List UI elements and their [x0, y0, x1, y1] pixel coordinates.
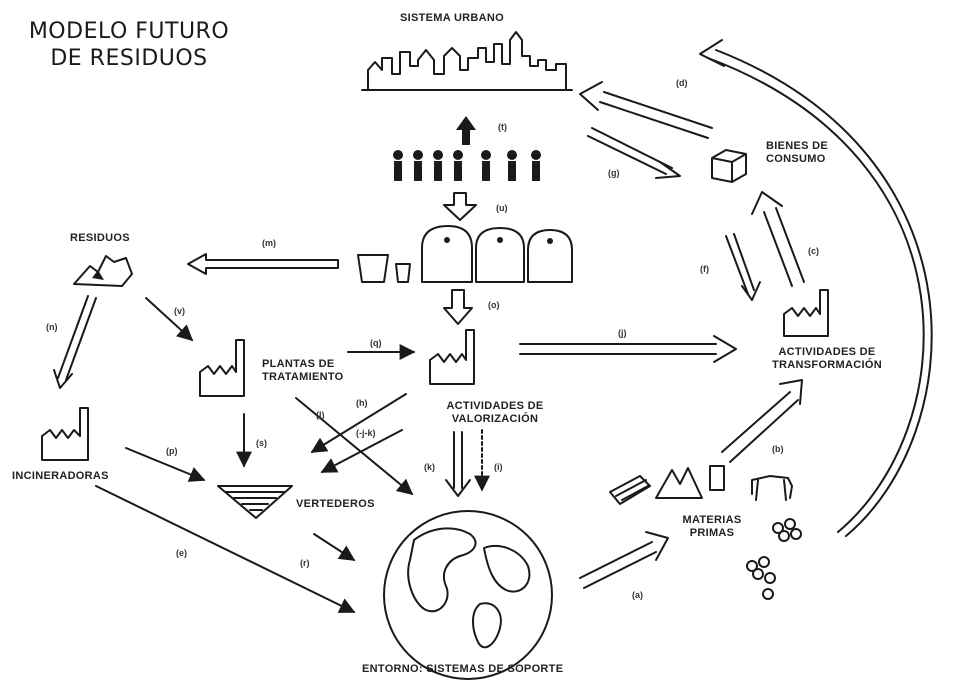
flow-code-l: (l)	[316, 410, 325, 420]
label-actividades-transformacion: ACTIVIDADES DE TRANSFORMACIÓN	[752, 346, 902, 372]
flow-code-d: (d)	[676, 78, 688, 88]
flow-code-jk: (-j-k)	[356, 428, 376, 438]
arrow-d	[599, 91, 713, 139]
waste-pile-icon	[73, 255, 133, 287]
label-entorno: ENTORNO: SISTEMAS DE SOPORTE	[362, 663, 564, 675]
population-icon	[393, 116, 541, 181]
flow-code-v: (v)	[174, 306, 185, 316]
transformation-plant-icon	[783, 289, 829, 337]
flow-code-s: (s)	[256, 438, 267, 448]
arrow-u	[443, 192, 477, 221]
flow-code-f: (f)	[700, 264, 709, 274]
arrow-j	[519, 343, 717, 355]
flow-code-g: (g)	[608, 168, 620, 178]
label-materias-line-2: PRIMAS	[689, 527, 735, 539]
flow-code-c: (c)	[808, 246, 819, 256]
label-plantas: PLANTAS DE TRATAMIENTO	[262, 358, 344, 384]
label-plantas-line-1: PLANTAS DE	[262, 358, 335, 370]
label-vertederos: VERTEDEROS	[296, 498, 375, 510]
label-bienes-consumo: BIENES DE CONSUMO	[766, 140, 828, 166]
arrow-v	[145, 297, 194, 342]
arrow-p	[125, 447, 206, 482]
arrow-c	[763, 207, 805, 287]
arrow-g	[587, 127, 673, 175]
consumer-goods-icon	[711, 149, 747, 183]
arrow-o	[443, 289, 473, 325]
label-valorizacion-line-1: ACTIVIDADES DE	[446, 400, 544, 412]
flow-code-j: (j)	[618, 328, 627, 338]
arrow-l	[310, 393, 407, 453]
flow-code-r: (r)	[300, 558, 310, 568]
flow-code-b: (b)	[772, 444, 784, 454]
label-incineradoras: INCINERADORAS	[12, 470, 109, 482]
arrow-jk	[320, 429, 403, 473]
flow-code-q: (q)	[370, 338, 382, 348]
flow-code-i: (i)	[494, 462, 503, 472]
flow-code-u: (u)	[496, 203, 508, 213]
arrow-h	[295, 397, 414, 496]
flow-code-e: (e)	[176, 548, 187, 558]
arrow-f	[725, 233, 755, 295]
flow-code-k: (k)	[424, 462, 435, 472]
flow-code-a: (a)	[632, 590, 643, 600]
label-transformacion-line-2: TRANSFORMACIÓN	[772, 359, 882, 371]
valorization-plant-icon	[429, 329, 475, 385]
arrow-a	[579, 541, 657, 589]
label-plantas-line-2: TRATAMIENTO	[262, 371, 344, 383]
waste-containers-icon	[357, 225, 573, 283]
diagram-title: MODELO FUTURO DE RESIDUOS	[24, 18, 234, 72]
flow-code-h: (h)	[356, 398, 368, 408]
treatment-plant-icon	[199, 339, 245, 397]
arrow-r	[313, 533, 356, 561]
title-line-1: MODELO FUTURO	[28, 19, 230, 44]
city-skyline-icon	[361, 31, 573, 91]
flow-code-o: (o)	[488, 300, 500, 310]
arrow-k	[453, 431, 463, 489]
flow-code-m: (m)	[262, 238, 276, 248]
label-materias-line-1: MATERIAS	[682, 514, 742, 526]
raw-materials-icon	[609, 465, 802, 600]
arrow-incineradoras-entorno	[95, 485, 356, 613]
earth-globe-icon	[383, 510, 553, 680]
label-transformacion-line-1: ACTIVIDADES DE	[778, 346, 876, 358]
incinerator-icon	[41, 407, 89, 461]
return-cycle-arrow	[699, 39, 933, 537]
label-bienes-line-2: CONSUMO	[766, 153, 826, 165]
label-sistema-urbano: SISTEMA URBANO	[400, 12, 505, 24]
label-residuos: RESIDUOS	[70, 232, 130, 244]
arrow-n	[57, 295, 97, 381]
label-bienes-line-1: BIENES DE	[766, 140, 828, 152]
title-line-2: DE RESIDUOS	[50, 46, 208, 71]
landfill-icon	[217, 485, 293, 519]
arrow-m	[187, 253, 339, 275]
label-actividades-valorizacion: ACTIVIDADES DE VALORIZACIÓN	[420, 400, 570, 426]
flow-code-n: (n)	[46, 322, 58, 332]
label-valorizacion-line-2: VALORIZACIÓN	[451, 413, 539, 425]
label-materias-primas: MATERIAS PRIMAS	[672, 514, 752, 540]
arrow-b	[721, 391, 799, 463]
flow-code-t: (t)	[498, 122, 507, 132]
flow-code-p: (p)	[166, 446, 178, 456]
